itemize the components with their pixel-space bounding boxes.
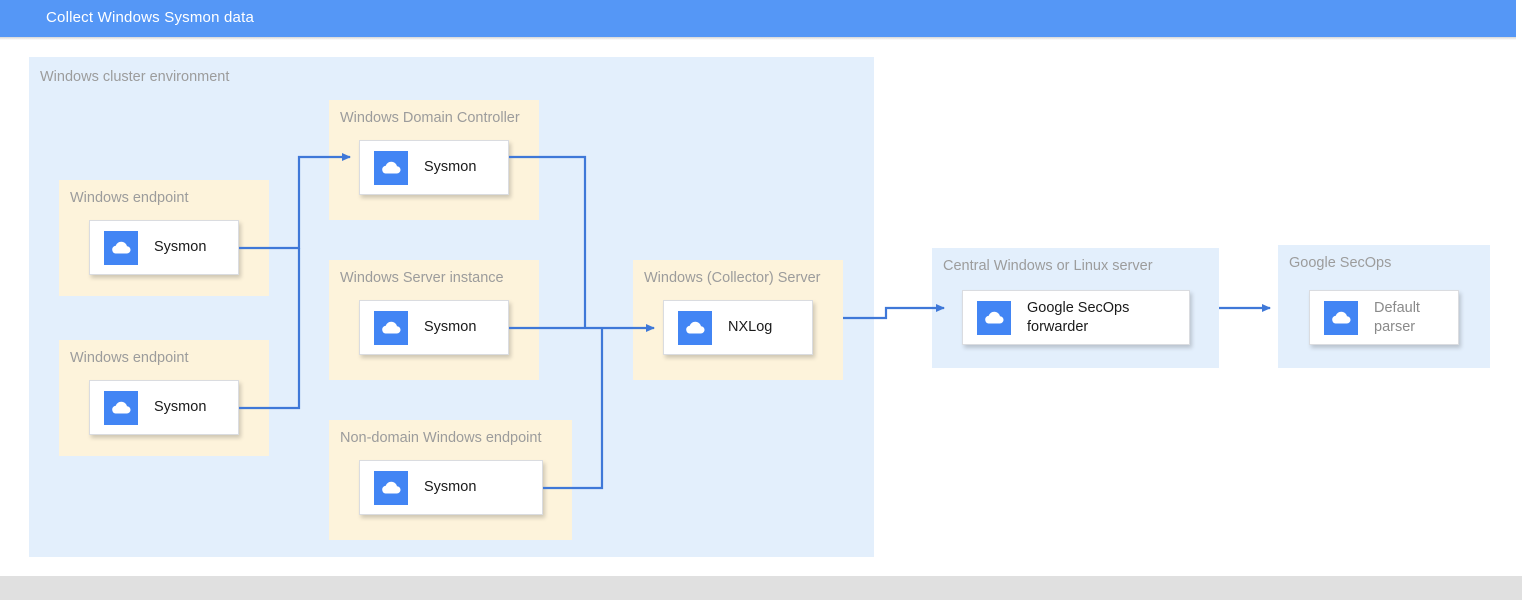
group-label-windows-cluster-environment: Windows cluster environment [40,69,230,85]
cloud-icon [374,150,408,185]
group-label-google-secops: Google SecOps [1289,255,1392,271]
group-label-windows-endpoint-bottom: Windows endpoint [70,350,189,366]
node-label-endpoint-bottom-sysmon: Sysmon [154,399,207,416]
diagram-canvas: Windows cluster environment Windows endp… [0,40,1522,576]
app-header-bar: Collect Windows Sysmon data [0,0,1516,37]
node-label-collector-nxlog: NXLog [728,319,773,336]
cloud-icon [678,310,712,345]
node-default-parser[interactable]: Default parser [1309,290,1459,345]
node-label-server-instance-sysmon: Sysmon [424,319,477,336]
node-label-endpoint-top-sysmon: Sysmon [154,239,207,256]
group-label-windows-domain-controller: Windows Domain Controller [340,110,520,126]
node-endpoint-bottom-sysmon[interactable]: Sysmon [89,380,239,435]
cloud-icon [1324,300,1358,335]
node-non-domain-sysmon[interactable]: Sysmon [359,460,543,515]
node-collector-nxlog[interactable]: NXLog [663,300,813,355]
group-label-non-domain-windows-endpoint: Non-domain Windows endpoint [340,430,542,446]
cloud-icon [977,300,1011,335]
node-label-domain-controller-sysmon: Sysmon [424,159,477,176]
node-label-secops-forwarder: Google SecOps forwarder [1027,300,1130,335]
node-endpoint-top-sysmon[interactable]: Sysmon [89,220,239,275]
cloud-icon [104,230,138,265]
node-domain-controller-sysmon[interactable]: Sysmon [359,140,509,195]
node-server-instance-sysmon[interactable]: Sysmon [359,300,509,355]
page-title: Collect Windows Sysmon data [46,9,254,26]
group-label-windows-endpoint-top: Windows endpoint [70,190,189,206]
group-label-central-windows-linux-server: Central Windows or Linux server [943,258,1153,274]
node-label-default-parser: Default parser [1374,300,1420,335]
cloud-icon [374,310,408,345]
group-label-windows-server-instance: Windows Server instance [340,270,504,286]
node-label-non-domain-sysmon: Sysmon [424,479,477,496]
group-label-windows-collector-server: Windows (Collector) Server [644,270,821,286]
cloud-icon [104,390,138,425]
header-shadow [0,37,1516,40]
node-secops-forwarder[interactable]: Google SecOps forwarder [962,290,1190,345]
cloud-icon [374,470,408,505]
bottom-strip [0,576,1522,600]
